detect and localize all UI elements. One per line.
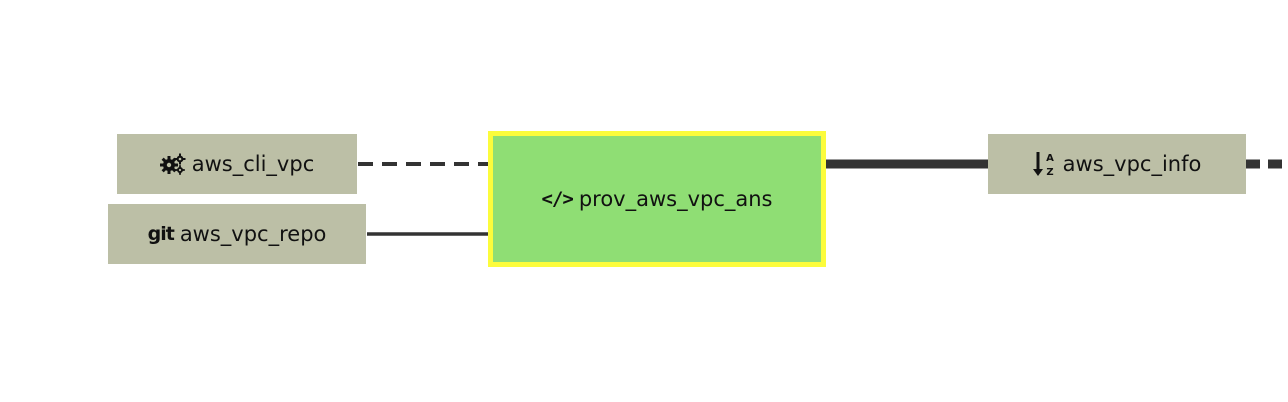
code-icon: </> (541, 188, 573, 210)
node-label: aws_cli_vpc (191, 152, 315, 176)
node-label: aws_vpc_info (1062, 152, 1202, 176)
node-label: prov_aws_vpc_ans (578, 187, 773, 211)
node-aws-cli-vpc[interactable]: aws_cli_vpc (117, 134, 357, 194)
git-icon: git (147, 223, 175, 245)
svg-text:A: A (1046, 153, 1054, 164)
gears-icon (159, 153, 186, 175)
node-prov-aws-vpc-ans[interactable]: </> prov_aws_vpc_ans (488, 131, 826, 267)
svg-text:Z: Z (1046, 167, 1053, 178)
node-label: aws_vpc_repo (179, 222, 327, 246)
node-aws-vpc-repo[interactable]: git aws_vpc_repo (108, 204, 366, 264)
node-aws-vpc-info[interactable]: A Z aws_vpc_info (988, 134, 1246, 194)
sort-alpha-down-icon: A Z (1032, 150, 1057, 178)
